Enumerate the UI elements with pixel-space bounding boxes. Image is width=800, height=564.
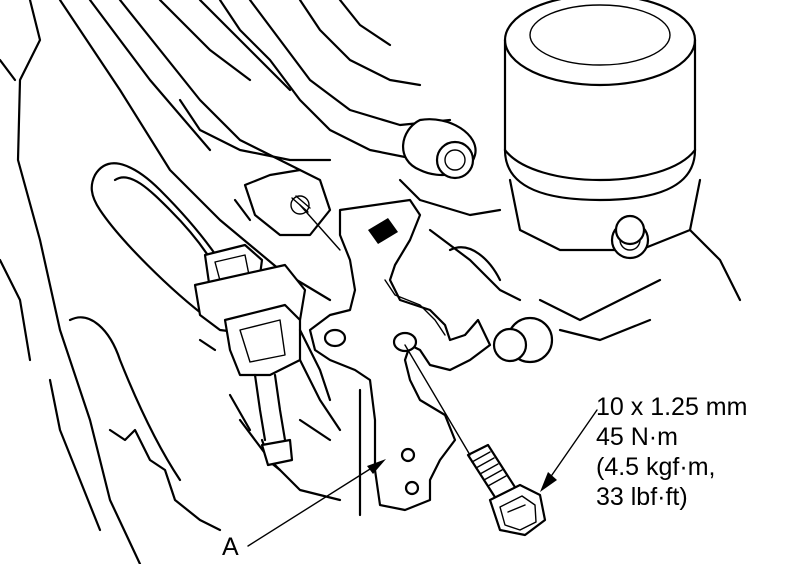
upper-housing	[178, 0, 522, 302]
part-callout-label: A	[222, 533, 239, 561]
torque-nm-text: 45 N·m	[596, 423, 678, 451]
bolt-torque-spec: 10 x 1.25 mm 45 N·m (4.5 kgf·m, 33 lbf·f…	[596, 392, 747, 512]
bolt-size-text: 10 x 1.25 mm	[596, 393, 748, 421]
sensor-connectors	[193, 243, 332, 472]
flange-bolt	[466, 443, 547, 537]
torque-lbfft-text: 33 lbf·ft)	[596, 483, 688, 511]
torque-kgfm-text: (4.5 kgf·m,	[596, 453, 716, 481]
bracket-a	[308, 198, 492, 517]
cylindrical-housing	[492, 0, 742, 364]
upper-bolt-boss	[233, 118, 477, 237]
engine-block	[0, 0, 342, 564]
leader-lines	[247, 204, 598, 547]
